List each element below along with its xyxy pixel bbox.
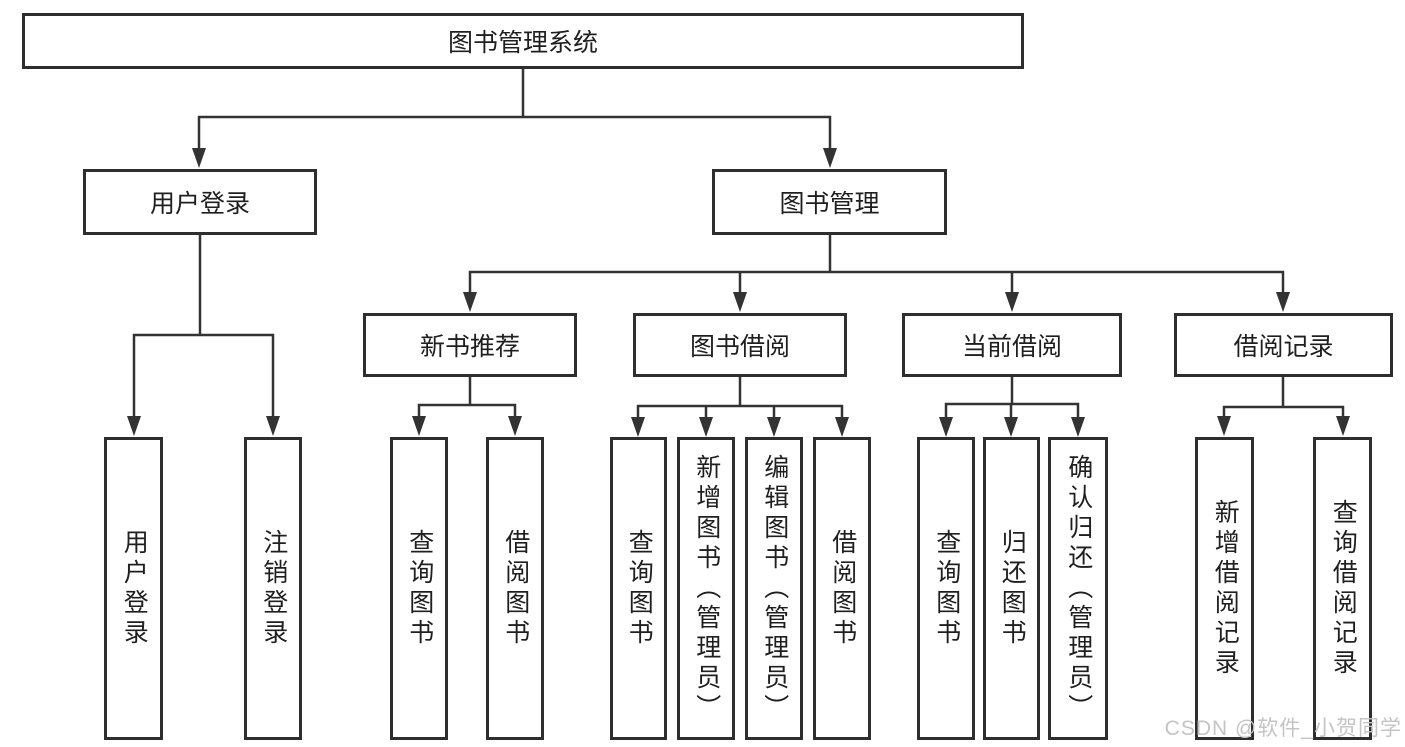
leaf-query-books-current: 查询图书 (917, 437, 975, 740)
leaf-add-borrow-record: 新增借阅记录 (1195, 437, 1254, 740)
node-label: 新书推荐 (419, 333, 520, 361)
node-label: 确认归还（管理员） (1064, 453, 1093, 724)
node-library-management-system: 图书管理系统 (22, 13, 1024, 69)
arrowhead-icons (127, 148, 1350, 437)
node-label: 查询图书 (405, 528, 434, 649)
node-borrow-records: 借阅记录 (1174, 313, 1393, 377)
node-label: 查询借阅记录 (1329, 498, 1358, 679)
node-book-borrow: 图书借阅 (633, 313, 847, 377)
node-new-book-recommend: 新书推荐 (363, 313, 577, 377)
node-label: 查询图书 (932, 528, 961, 649)
leaf-user-login: 用户登录 (104, 437, 163, 740)
node-label: 借阅图书 (828, 528, 857, 649)
leaf-query-borrow-record: 查询借阅记录 (1313, 437, 1372, 740)
node-label: 新增图书（管理员） (692, 453, 721, 724)
leaf-borrow-books-recommend: 借阅图书 (486, 437, 544, 740)
node-label: 借阅图书 (501, 528, 530, 649)
leaf-borrow-books: 借阅图书 (813, 437, 871, 740)
node-label: 用户登录 (120, 528, 149, 649)
node-label: 新增借阅记录 (1211, 498, 1240, 679)
node-user-login: 用户登录 (83, 169, 317, 235)
node-label: 编辑图书（管理员） (760, 453, 789, 724)
node-label: 图书借阅 (689, 333, 790, 361)
leaf-logout: 注销登录 (244, 437, 302, 740)
leaf-add-book-admin: 新增图书（管理员） (677, 437, 735, 740)
leaf-query-books-recommend: 查询图书 (390, 437, 448, 740)
node-book-management: 图书管理 (712, 169, 947, 235)
node-label: 图书管理 (779, 190, 880, 218)
node-label: 注销登录 (259, 528, 288, 649)
leaf-confirm-return-admin: 确认归还（管理员） (1048, 437, 1108, 740)
node-label: 归还图书 (998, 528, 1027, 649)
node-label: 查询图书 (625, 528, 654, 649)
leaf-edit-book-admin: 编辑图书（管理员） (745, 437, 803, 740)
node-current-borrow: 当前借阅 (902, 313, 1122, 377)
watermark: CSDN @软件_小贺同学 (1164, 717, 1402, 740)
node-label: 图书管理系统 (447, 29, 598, 57)
node-label: 用户登录 (149, 190, 250, 218)
leaf-query-books-borrow: 查询图书 (610, 437, 667, 740)
node-label: 当前借阅 (961, 333, 1062, 361)
leaf-return-book: 归还图书 (983, 437, 1040, 740)
node-label: 借阅记录 (1233, 333, 1334, 361)
